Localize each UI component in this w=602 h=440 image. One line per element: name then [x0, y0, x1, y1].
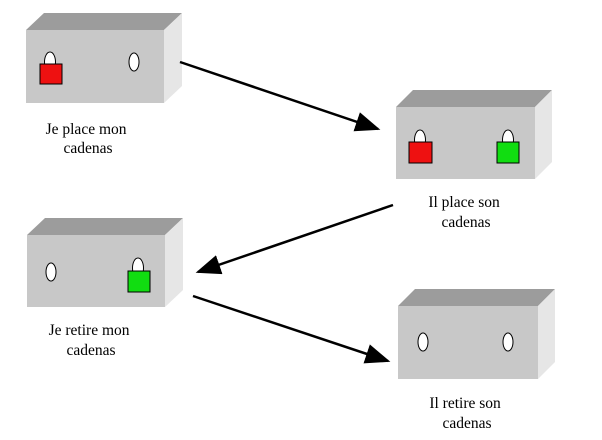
box-top-face	[27, 218, 183, 235]
box-side-face	[164, 13, 182, 103]
arrow-step3-to-step4	[192, 294, 391, 364]
box-side-face	[538, 289, 555, 379]
arrow-step2-to-step3	[195, 203, 394, 275]
box-top-face	[396, 90, 552, 107]
arrow-step1-to-step2	[179, 60, 381, 132]
step-2-box	[396, 90, 552, 179]
box-side-face	[165, 218, 183, 307]
step-1-caption-line2: cadenas	[63, 140, 112, 157]
step-4-caption-line2: cadenas	[442, 415, 491, 432]
box-side-face	[535, 90, 552, 179]
step-3-caption: Je retire mon cadenas	[49, 322, 134, 359]
keyhole-icon	[128, 52, 140, 72]
step-1-caption-line1: Je place mon	[46, 121, 127, 138]
step-1-box	[26, 13, 182, 103]
keyhole-icon	[45, 262, 57, 282]
green-padlock-icon	[127, 257, 151, 293]
step-2-caption-line1: Il place son	[428, 194, 500, 211]
step-1-caption: Je place mon cadenas	[46, 121, 131, 157]
step-2-caption-line2: cadenas	[441, 214, 490, 231]
step-3-caption-line1: Je retire mon	[49, 322, 130, 339]
red-padlock-icon	[39, 51, 63, 85]
step-3-box	[27, 218, 183, 307]
step-4-caption-line1: Il retire son	[429, 395, 501, 412]
box-top-face	[26, 13, 182, 30]
keyhole-icon	[502, 332, 514, 352]
step-3-caption-line2: cadenas	[66, 342, 115, 359]
red-padlock-icon	[408, 129, 433, 164]
keyhole-icon	[417, 332, 429, 352]
step-2-caption: Il place son cadenas	[428, 194, 503, 231]
step-4-box	[398, 289, 555, 379]
green-padlock-icon	[496, 129, 520, 164]
step-4-caption: Il retire son cadenas	[429, 395, 504, 432]
box-top-face	[398, 289, 555, 306]
